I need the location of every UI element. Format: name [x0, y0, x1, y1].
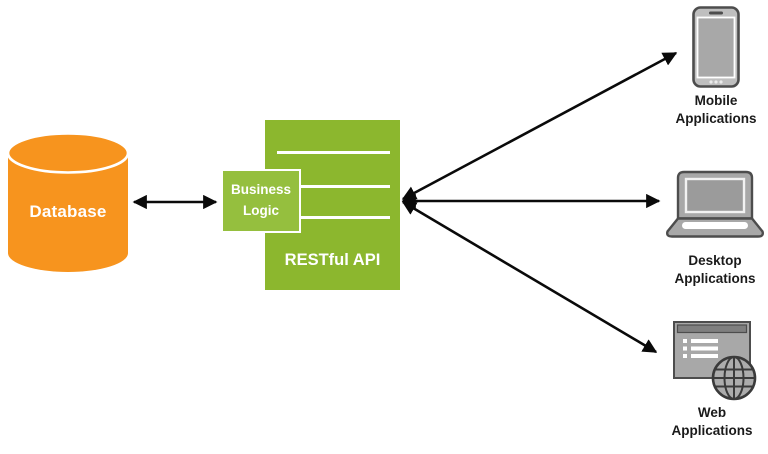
endpoint-web-label: Web Applications: [671, 405, 753, 438]
endpoint-desktop-label: Desktop Applications: [674, 253, 756, 286]
database-node: Database: [6, 132, 130, 273]
api-list-line: [277, 215, 390, 219]
globe-icon: [711, 355, 757, 401]
arrow-api-web: [401, 200, 658, 354]
smartphone-icon: [692, 6, 740, 88]
arrow-api-mobile: [401, 51, 678, 201]
api-list-line: [277, 151, 390, 155]
endpoint-mobile-label: Mobile Applications: [675, 93, 757, 126]
browser-globe-icon: [673, 321, 757, 401]
restful-api-label: RESTful API: [284, 251, 381, 269]
endpoint-web: Web Applications: [662, 320, 762, 439]
laptop-icon: [666, 170, 764, 238]
endpoint-mobile: Mobile Applications: [666, 6, 766, 127]
endpoint-desktop: Desktop Applications: [660, 170, 768, 287]
database-label: Database: [29, 202, 107, 221]
database-cylinder-icon: [6, 132, 130, 272]
business-logic-label: Business Logic: [230, 182, 292, 218]
business-logic-node: Business Logic: [221, 169, 301, 233]
api-list-line: [277, 184, 390, 188]
